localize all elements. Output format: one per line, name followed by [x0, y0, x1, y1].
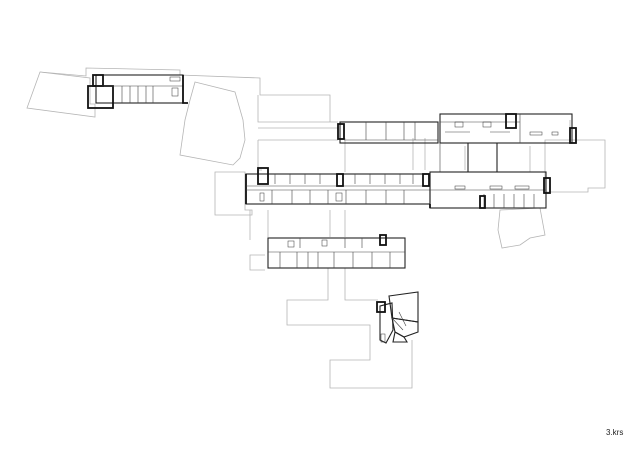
building-wing-south [267, 234, 406, 269]
building-pavilion [376, 291, 419, 344]
building-wing-north [337, 113, 577, 144]
connector-lines [439, 143, 498, 172]
building-wing-main [245, 167, 551, 209]
building-wing-northwest [87, 74, 188, 109]
site-outlines [26, 67, 606, 389]
floor-level-label: 3.krs [606, 428, 624, 437]
